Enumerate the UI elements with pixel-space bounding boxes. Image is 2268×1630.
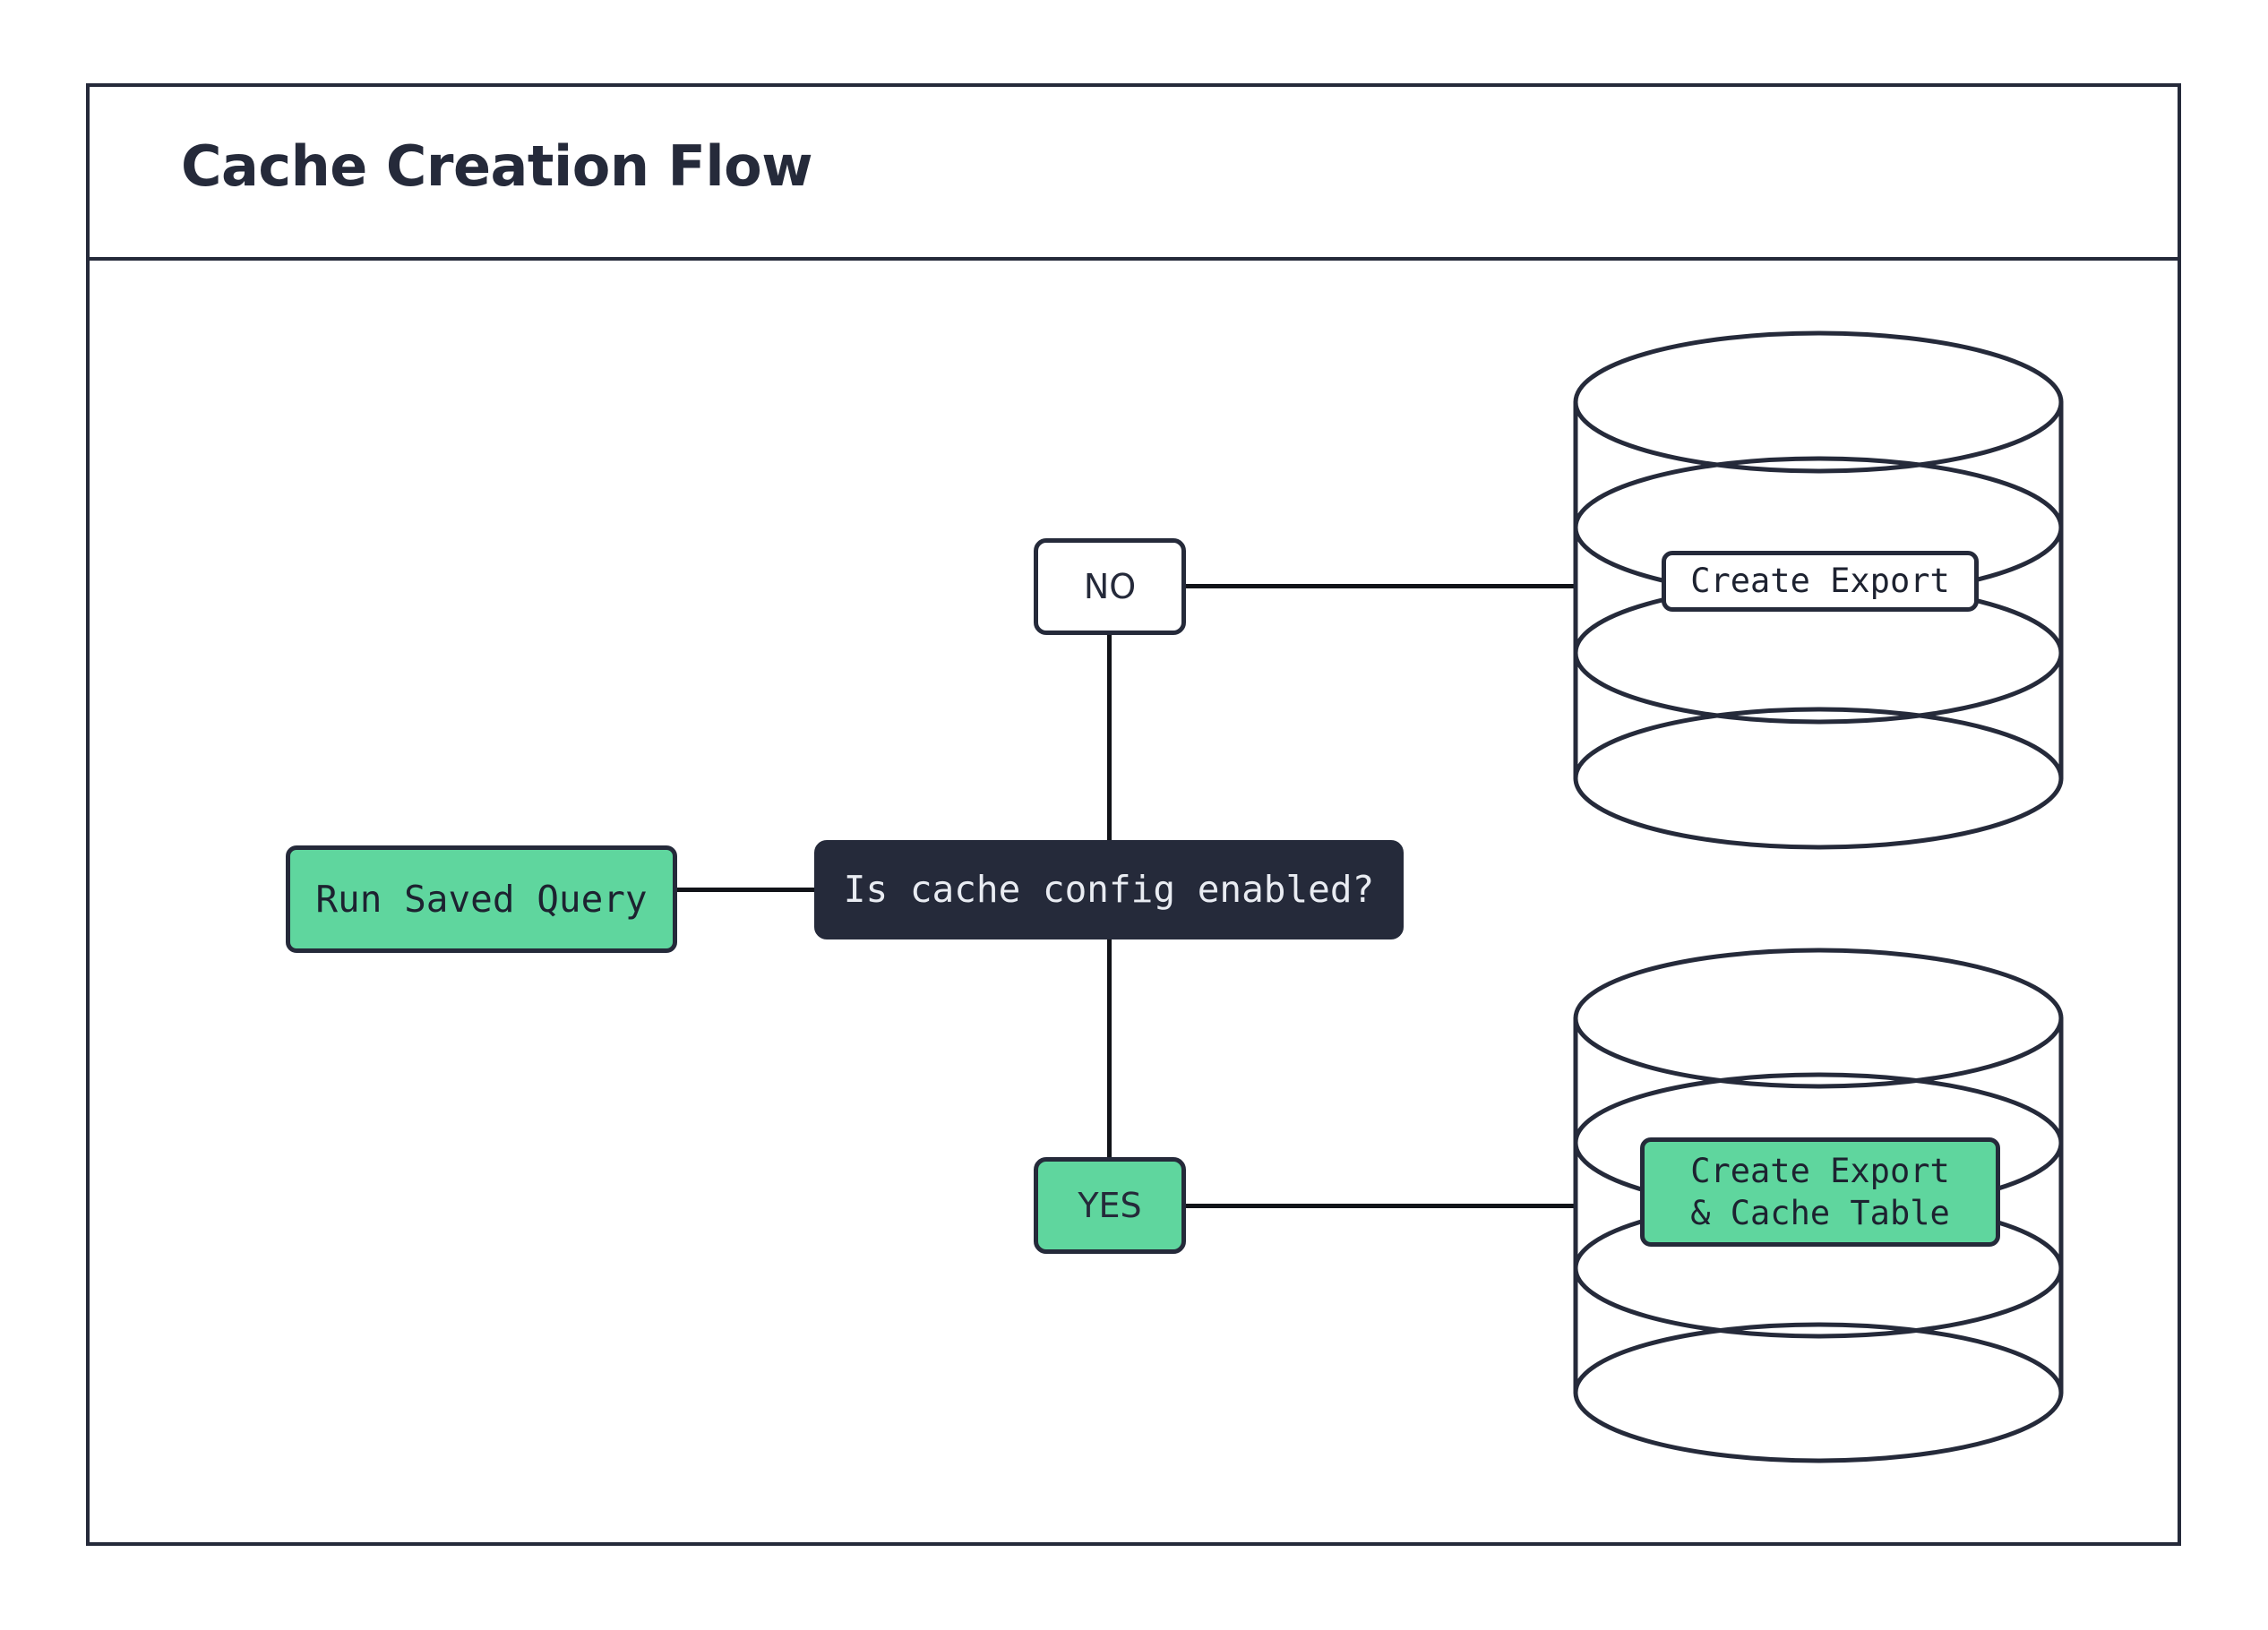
database-label-create-export[interactable]: Create Export — [1662, 551, 1979, 612]
edge-decision-to-no — [1107, 635, 1112, 843]
database-label-create-export-cache[interactable]: Create Export & Cache Table — [1640, 1137, 2000, 1247]
node-branch-no[interactable]: NO — [1034, 538, 1186, 635]
diagram-title-bar: Cache Creation Flow — [90, 87, 2178, 261]
edge-yes-to-database — [1184, 1204, 1575, 1208]
diagram-frame: Cache Creation Flow — [86, 83, 2181, 1546]
edge-decision-to-yes — [1107, 938, 1112, 1159]
node-run-saved-query[interactable]: Run Saved Query — [286, 845, 677, 953]
page-title: Cache Creation Flow — [181, 133, 813, 199]
node-decision-cache-config[interactable]: Is cache config enabled? — [814, 840, 1404, 939]
edge-no-to-database — [1184, 584, 1575, 588]
node-branch-yes[interactable]: YES — [1034, 1157, 1186, 1254]
diagram-canvas: Create Export Create Export & Cache Tabl… — [4, 4, 2268, 1630]
edge-query-to-decision — [675, 888, 816, 892]
